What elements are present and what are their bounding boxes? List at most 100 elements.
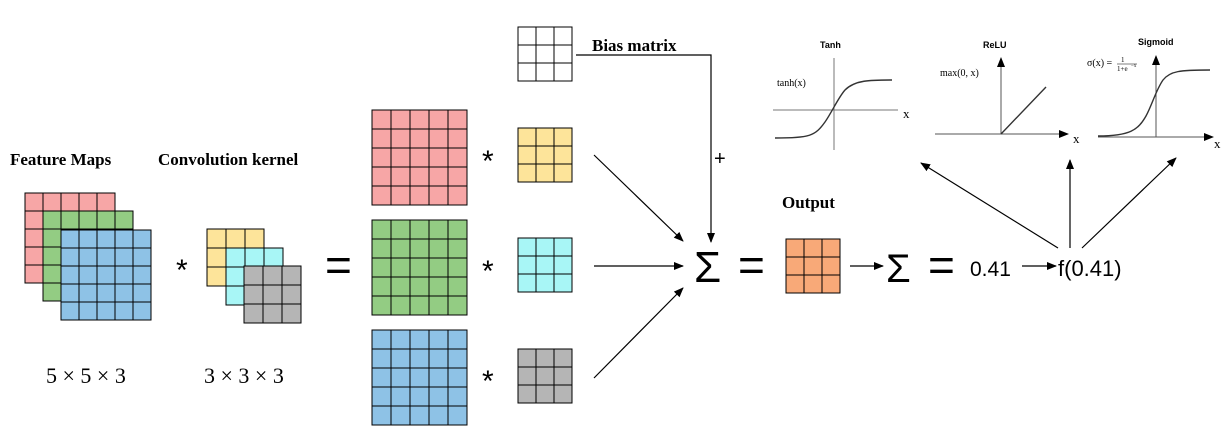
expanded-feature-map-green-cell [447, 238, 468, 259]
multiply-operator-red: * [482, 145, 494, 178]
expanded-feature-map-red-cell [409, 109, 430, 130]
expanded-feature-map-green-cell [447, 295, 468, 316]
feature-map-blue-cell [132, 229, 152, 249]
output-matrix [785, 238, 841, 294]
expanded-kernel-cyan-cell [535, 273, 555, 293]
expanded-feature-map-blue-cell [428, 329, 449, 350]
bias-matrix-cell [553, 44, 573, 64]
equals-operator-3: = [928, 239, 955, 291]
expanded-feature-map-red-cell [409, 185, 430, 206]
kernel-yellow-cell [206, 266, 227, 287]
feature-map-blue-cell [96, 283, 116, 303]
kernel-gray-cell [243, 284, 264, 305]
expanded-kernel-cyan [517, 237, 573, 293]
expanded-feature-map-red-cell [428, 128, 449, 149]
feature-map-red-cell [24, 228, 44, 248]
expanded-feature-map-blue-cell [390, 329, 411, 350]
multiply-operator-blue: * [482, 365, 494, 398]
expanded-kernel-cyan-cell [553, 255, 573, 275]
expanded-feature-map-green-cell [428, 238, 449, 259]
feature-map-blue-cell [96, 301, 116, 321]
feature-maps-dimensions: 5 × 5 × 3 [46, 363, 126, 388]
expanded-feature-map-green-cell [371, 238, 392, 259]
expanded-kernel-cyan-cell [553, 273, 573, 293]
expanded-feature-map-red-cell [447, 147, 468, 168]
kernel-gray-cell [243, 303, 264, 324]
feature-map-red-cell [24, 192, 44, 212]
feature-map-blue-cell [96, 265, 116, 285]
kernel-cyan-cell [225, 266, 246, 287]
relu-formula: max(0, x) [940, 68, 979, 79]
convolution-kernel-label: Convolution kernel [158, 150, 299, 169]
expanded-feature-map-blue-cell [409, 367, 430, 388]
feature-map-blue-cell [78, 229, 98, 249]
expanded-feature-map-red-cell [409, 147, 430, 168]
feature-map-blue-cell [114, 283, 134, 303]
feature-maps-label: Feature Maps [10, 150, 112, 169]
output-matrix-cell [803, 274, 823, 294]
relu-title: ReLU [983, 40, 1007, 50]
relu-x-label: x [1073, 131, 1080, 146]
expanded-feature-map-red-cell [390, 109, 411, 130]
expanded-feature-map-green-cell [428, 276, 449, 297]
expanded-kernel-gray-cell [553, 348, 573, 368]
expanded-feature-map-green-cell [390, 238, 411, 259]
expanded-feature-map-blue-cell [390, 386, 411, 407]
expanded-feature-map-blue-cell [409, 386, 430, 407]
feature-map-blue-cell [60, 283, 80, 303]
expanded-feature-map-red-cell [428, 166, 449, 187]
kernel-yellow-cell [225, 228, 246, 249]
feature-map-green-cell [60, 210, 80, 230]
tanh-title: Tanh [820, 40, 841, 50]
feature-map-green-cell [42, 228, 62, 248]
expanded-feature-map-green-cell [409, 219, 430, 240]
feature-map-red-cell [24, 264, 44, 284]
relu-plot: ReLU max(0, x) x [935, 40, 1080, 146]
kernel-cyan-cell [225, 247, 246, 268]
kernel-gray-cell [262, 303, 283, 324]
feature-map-blue-cell [114, 229, 134, 249]
expanded-kernel-gray-cell [517, 384, 537, 404]
feature-map-blue-cell [114, 301, 134, 321]
expanded-feature-map-green [371, 219, 468, 316]
output-matrix-cell [785, 238, 805, 258]
expanded-feature-map-green-cell [447, 219, 468, 240]
sum-symbol-2: Σ [886, 247, 911, 291]
expanded-feature-map-green-cell [390, 257, 411, 278]
kernel-yellow-cell [244, 228, 265, 249]
expanded-kernel-yellow-cell [535, 145, 555, 165]
expanded-kernel-yellow-cell [553, 145, 573, 165]
expanded-feature-map-green-cell [409, 238, 430, 259]
tanh-formula: tanh(x) [777, 78, 806, 89]
expanded-feature-map-red-cell [371, 166, 392, 187]
feature-map-red-cell [24, 210, 44, 230]
feature-map-green-cell [42, 282, 62, 302]
arrow-to-tanh [920, 162, 1059, 249]
expanded-feature-map-red-cell [371, 128, 392, 149]
sigmoid-formula-exponent: −x [1131, 64, 1137, 69]
kernel-dimensions: 3 × 3 × 3 [204, 363, 284, 388]
sigmoid-plot: Sigmoid σ(x) = 1 1+e −x x [1087, 37, 1221, 151]
expanded-kernel-gray-cell [535, 348, 555, 368]
expanded-kernel-yellow-cell [517, 127, 537, 147]
bias-matrix-cell [553, 62, 573, 82]
kernel-cyan-cell [244, 247, 265, 268]
feature-map-blue-cell [78, 301, 98, 321]
feature-map-blue-cell [132, 301, 152, 321]
bias-matrix-cell [535, 44, 555, 64]
kernel-yellow-cell [206, 247, 227, 268]
expanded-kernel-cyan-cell [517, 237, 537, 257]
arrows [576, 54, 1177, 379]
arrow-to-sigmoid [1081, 157, 1177, 249]
expanded-kernel-cyan-cell [517, 273, 537, 293]
expanded-feature-map-green-cell [371, 276, 392, 297]
expanded-kernel-cyan-cell [517, 255, 537, 275]
expanded-feature-map-blue-cell [390, 367, 411, 388]
kernel-gray-cell [243, 265, 264, 286]
sum-symbol: Σ [694, 243, 721, 292]
feature-map-blue-cell [78, 247, 98, 267]
expanded-feature-map-red-cell [447, 109, 468, 130]
feature-map-blue-cell [96, 229, 116, 249]
feature-map-blue-cell [114, 247, 134, 267]
